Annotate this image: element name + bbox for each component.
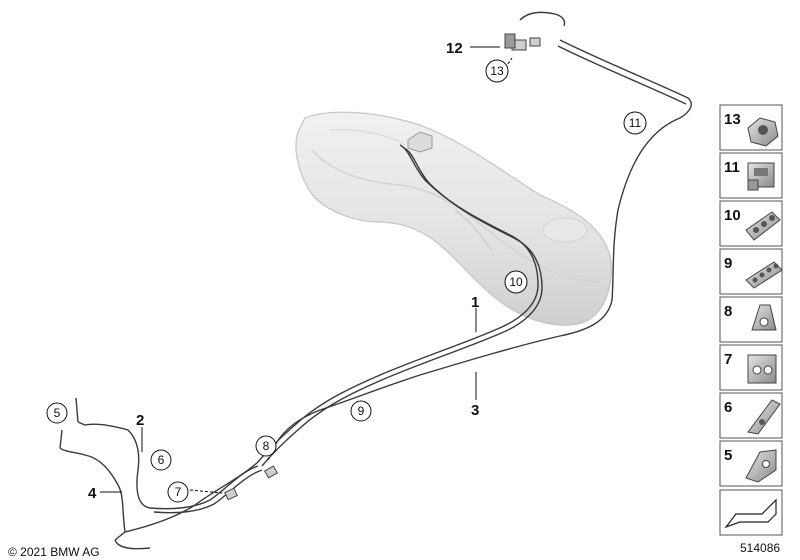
parts-legend: 13 11 10 xyxy=(719,104,783,536)
callout-1: 1 xyxy=(471,294,479,311)
nut-icon xyxy=(747,117,779,147)
svg-text:6: 6 xyxy=(158,453,165,467)
bracket-icon xyxy=(747,399,781,435)
callout-13-circle: 13 xyxy=(485,59,509,83)
fuel-tank xyxy=(295,111,612,326)
callout-12: 12 xyxy=(446,40,463,57)
svg-text:8: 8 xyxy=(724,303,732,320)
arrow-icon xyxy=(724,498,777,529)
callout-8-circle: 8 xyxy=(255,435,277,457)
svg-text:7: 7 xyxy=(724,351,732,368)
clip-icon xyxy=(747,354,777,384)
legend-item-10[interactable]: 10 xyxy=(719,200,783,247)
bracket-icon xyxy=(745,449,777,483)
svg-text:9: 9 xyxy=(358,404,365,418)
fuel-lines xyxy=(59,11,692,550)
line-connectors xyxy=(224,33,541,501)
svg-text:11: 11 xyxy=(724,159,740,176)
legend-item-5[interactable]: 5 xyxy=(719,440,783,487)
svg-text:10: 10 xyxy=(724,207,741,224)
legend-arrow-box xyxy=(719,489,783,536)
clip-icon xyxy=(747,162,775,191)
callout-9-circle: 9 xyxy=(350,400,372,422)
leader-lines xyxy=(100,46,513,494)
pipe-holder-icon xyxy=(745,261,783,289)
svg-text:10: 10 xyxy=(509,275,523,289)
callout-2: 2 xyxy=(136,412,144,429)
svg-text:7: 7 xyxy=(175,485,182,499)
callout-11-circle: 11 xyxy=(623,111,647,135)
svg-text:9: 9 xyxy=(724,255,732,272)
legend-item-6[interactable]: 6 xyxy=(719,392,783,439)
svg-text:13: 13 xyxy=(490,64,504,78)
diagram-number: 514086 xyxy=(740,541,780,555)
callout-6-circle: 6 xyxy=(150,449,172,471)
callout-5-circle: 5 xyxy=(46,402,68,424)
svg-text:8: 8 xyxy=(263,439,270,453)
callout-3: 3 xyxy=(471,402,479,419)
callout-4: 4 xyxy=(88,485,97,502)
copyright-text: © 2021 BMW AG xyxy=(8,545,100,559)
callouts-plain: 1 2 3 4 12 xyxy=(88,40,479,502)
legend-item-11[interactable]: 11 xyxy=(719,152,783,199)
svg-text:11: 11 xyxy=(629,116,642,130)
clip-icon xyxy=(751,304,777,331)
svg-text:5: 5 xyxy=(724,447,732,464)
legend-item-9[interactable]: 9 xyxy=(719,248,783,295)
svg-text:13: 13 xyxy=(724,111,741,128)
svg-text:5: 5 xyxy=(54,406,61,420)
legend-item-7[interactable]: 7 xyxy=(719,344,783,391)
pipe-holder-icon xyxy=(745,211,781,241)
legend-item-8[interactable]: 8 xyxy=(719,296,783,343)
callouts-circled: 5 6 7 8 9 10 11 13 xyxy=(46,59,647,503)
callout-7-circle: 7 xyxy=(167,481,189,503)
legend-item-13[interactable]: 13 xyxy=(719,104,783,151)
callout-10-circle: 10 xyxy=(504,270,528,294)
svg-text:6: 6 xyxy=(724,399,732,416)
